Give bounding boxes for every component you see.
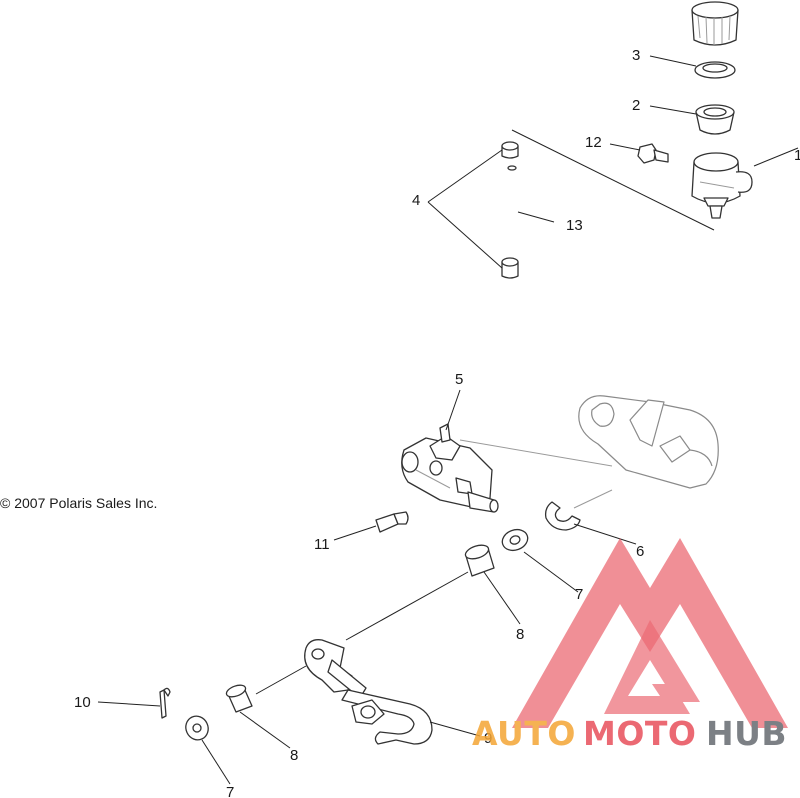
callout-5: 5 [455,371,463,388]
reservoir-cap [691,1,739,46]
callout-1: 1 [794,147,800,164]
watermark-word-auto: AUTO [472,714,576,753]
callout-13: 13 [566,217,583,234]
callouts: 3 2 12 1 4 13 5 11 6 7 8 10 9 8 7 [74,47,800,798]
callout-9: 9 [484,730,492,747]
callout-7-upper: 7 [575,586,583,603]
master-cylinder [401,423,499,513]
reservoir-body [691,152,753,219]
cotter-pin [159,687,171,719]
reservoir-screw [637,143,669,164]
grommet-upper [501,141,519,171]
copyright-notice: © 2007 Polaris Sales Inc. [0,495,157,511]
callout-11: 11 [314,536,330,553]
mounting-bracket [578,395,719,489]
reservoir-seal [695,104,735,135]
reservoir-diaphragm [694,61,736,79]
callout-3: 3 [632,47,640,64]
bushing-lower [225,684,253,713]
brake-pedal [304,639,433,745]
watermark-logo: AUTO MOTO HUB [472,538,788,753]
reservoir-hose [511,129,715,231]
leader-lines [97,55,799,785]
callout-6: 6 [636,543,644,560]
callout-10: 10 [74,694,91,711]
watermark-inner-chevron-icon [604,620,700,714]
washer-lower [185,715,209,741]
bushing-upper [464,544,495,577]
watermark-word-hub: HUB [706,714,787,753]
mount-bolt [375,511,409,533]
callout-12: 12 [585,134,602,151]
retaining-clip [544,501,581,531]
grommet-lower [501,257,519,279]
callout-8-lower: 8 [290,747,298,764]
callout-8-upper: 8 [516,626,524,643]
watermark-word-moto: MOTO [583,714,696,753]
callout-7-lower: 7 [226,784,234,798]
callout-4: 4 [412,192,420,209]
washer-upper [501,528,529,552]
callout-2: 2 [632,97,640,114]
